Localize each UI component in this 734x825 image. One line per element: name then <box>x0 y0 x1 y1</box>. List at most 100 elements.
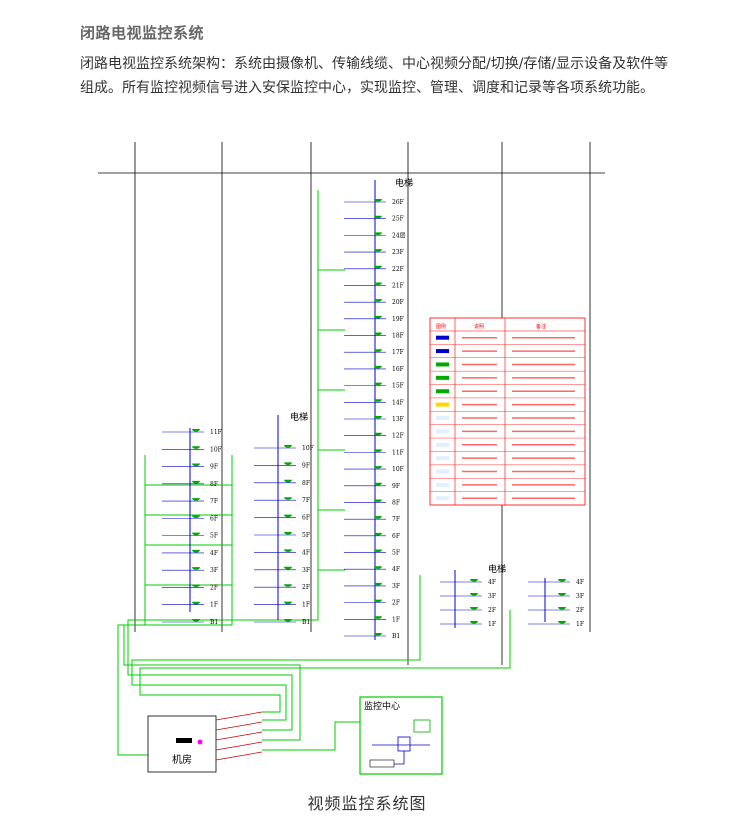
camera-icon <box>192 619 200 622</box>
camera-icon <box>284 566 292 570</box>
camera-icon <box>284 619 292 622</box>
floor-label: 10F <box>302 445 314 452</box>
legend-table: 图例 说明 备注 <box>429 317 586 506</box>
monitor-center-label: 监控中心 <box>364 700 400 712</box>
camera-icon <box>374 466 382 469</box>
floor-label: 5F <box>210 533 218 540</box>
floor-label: 3F <box>488 593 496 600</box>
camera-icon <box>192 532 200 536</box>
floor-label: 6F <box>302 515 310 522</box>
floor-label: 2F <box>302 584 310 591</box>
camera-icon <box>374 616 382 619</box>
legend-symbol <box>436 496 449 501</box>
machine-room: 机房 <box>147 711 263 773</box>
legend-symbol <box>436 456 449 461</box>
floor-label: 16F <box>392 366 404 373</box>
legend-symbol <box>436 442 449 447</box>
legend-symbol <box>436 349 449 354</box>
floor-label: 19F <box>392 316 404 323</box>
camera-icon <box>374 549 382 553</box>
floor-label: 4F <box>210 550 218 557</box>
camera-icon <box>470 579 478 582</box>
legend-symbol <box>436 335 449 340</box>
floor-label: 17F <box>392 349 404 356</box>
floor-label: 3F <box>210 567 218 574</box>
floor-label: 6F <box>210 515 218 522</box>
floor-label: 3F <box>302 567 310 574</box>
floor-label: 8F <box>392 499 400 506</box>
legend-header-desc: 说明 <box>474 323 484 330</box>
floor-label: 12F <box>392 433 404 440</box>
floor-label: 2F <box>392 600 400 607</box>
camera-icon <box>192 498 200 501</box>
elevator-label-b2: 电梯 <box>290 411 308 423</box>
camera-icon <box>558 593 566 596</box>
camera-icon <box>192 480 200 484</box>
structure-lines <box>98 142 605 665</box>
floor-label: B1 <box>302 619 310 626</box>
camera-icon <box>374 349 382 352</box>
camera-icon <box>192 515 200 518</box>
camera-icon <box>374 582 382 586</box>
camera-icon <box>558 621 566 624</box>
floor-label: 2F <box>210 584 218 591</box>
legend-symbol <box>436 469 449 474</box>
floor-label: 6F <box>392 533 400 540</box>
floor-label: 26F <box>392 199 404 206</box>
floor-label: 8F <box>210 481 218 488</box>
floor-label: 23F <box>392 249 404 256</box>
camera-icon <box>374 199 382 202</box>
camera-icon <box>374 399 382 402</box>
floor-label: 1F <box>576 621 584 628</box>
camera-icon <box>374 315 382 319</box>
camera-icon <box>374 532 382 536</box>
camera-icon <box>192 567 200 570</box>
camera-icon <box>374 365 382 369</box>
figure-caption: 视频监控系统图 <box>307 794 427 813</box>
monitor-center: 监控中心 <box>359 696 443 775</box>
floor-label: 9F <box>210 464 218 471</box>
machine-room-label: 机房 <box>172 753 192 766</box>
camera-icon <box>192 584 200 588</box>
camera-icon <box>558 579 566 582</box>
floor-label: 9F <box>302 462 310 469</box>
camera-icon <box>284 601 292 605</box>
floor-label: 13F <box>392 416 404 423</box>
legend-symbol <box>436 402 449 407</box>
camera-icon <box>374 599 382 603</box>
camera-icon <box>374 382 382 386</box>
floor-label: 22F <box>392 266 404 273</box>
camera-icon <box>470 621 478 624</box>
floor-label: 3F <box>392 583 400 590</box>
legend-header-symbol: 图例 <box>436 323 446 330</box>
legend-symbol <box>436 375 449 380</box>
floor-label: 5F <box>302 532 310 539</box>
camera-icon <box>192 549 200 553</box>
floor-label: 11F <box>392 449 404 456</box>
camera-icon <box>284 479 292 483</box>
floor-label: 10F <box>392 466 404 473</box>
floor-labels-b3: 26F25F24层23F22F21F20F19F18F17F16F15F14F1… <box>344 199 406 640</box>
camera-icon <box>374 265 382 269</box>
camera-icon <box>374 449 382 452</box>
camera-icon <box>374 516 382 519</box>
legend-header-note: 备注 <box>536 323 546 330</box>
camera-icon <box>284 497 292 500</box>
camera-icon <box>192 463 200 467</box>
elevator-label-b4: 电梯 <box>488 563 506 575</box>
floor-label: 14F <box>392 399 404 406</box>
floor-label: B1 <box>210 619 218 626</box>
floor-label: 2F <box>488 607 496 614</box>
floor-label: 7F <box>302 497 310 504</box>
legend-symbol <box>436 429 449 434</box>
floor-label: 7F <box>392 516 400 523</box>
floor-label: 7F <box>210 498 218 505</box>
camera-icon <box>374 232 382 235</box>
floor-label: 20F <box>392 299 404 306</box>
floor-label: 8F <box>302 480 310 487</box>
section-title: 闭路电视监控系统 <box>80 24 205 42</box>
green-cable-routing <box>117 190 511 756</box>
